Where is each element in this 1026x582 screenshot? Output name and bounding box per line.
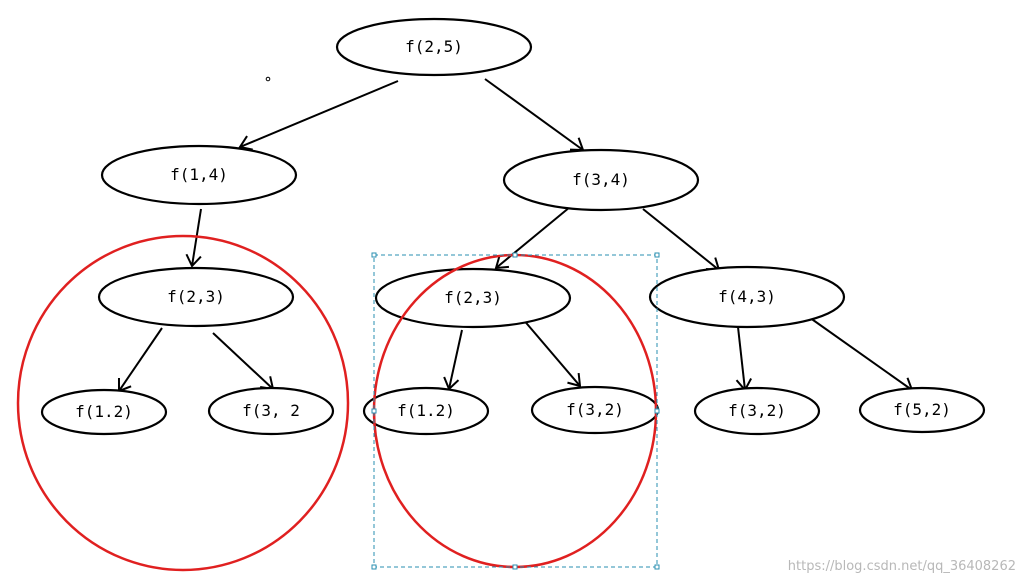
- selection-handle[interactable]: [371, 408, 377, 414]
- edge-line: [212, 332, 274, 390]
- edge-n34-n23b: [494, 206, 571, 270]
- node-ellipse: [40, 388, 168, 436]
- selection-handle[interactable]: [654, 408, 660, 414]
- selection-handle[interactable]: [512, 564, 518, 570]
- node-label: f(1.2): [397, 401, 455, 420]
- node-label: f(5,2): [893, 400, 951, 419]
- edge-line: [239, 80, 399, 148]
- node-n32b: f(3,2): [530, 385, 660, 435]
- selection-handle[interactable]: [371, 564, 377, 570]
- node-n34: f(3,4): [502, 148, 700, 212]
- node-ellipse: [858, 386, 986, 434]
- edge-n25-n14: [238, 80, 399, 151]
- node-label: f(1,4): [170, 165, 228, 184]
- watermark-text: https://blog.csdn.net/qq_36408262: [787, 559, 1016, 574]
- edge-line: [737, 326, 746, 391]
- edge-line: [642, 208, 720, 271]
- edge-n43-n52: [805, 314, 914, 392]
- node-ellipse: [502, 148, 700, 212]
- edge-n23b-n32b: [521, 317, 582, 388]
- node-label: f(3,2): [728, 401, 786, 420]
- selection-handle[interactable]: [371, 252, 377, 258]
- node-label: f(3,2): [566, 400, 624, 419]
- node-ellipse: [693, 386, 821, 436]
- node-n23b: f(2,3): [374, 267, 572, 329]
- arrowhead: [185, 253, 202, 268]
- edge-line: [118, 327, 163, 392]
- node-ellipse: [100, 144, 298, 206]
- node-n43: f(4,3): [648, 265, 846, 329]
- edge-n23a-n32a: [212, 332, 275, 391]
- arrowhead: [238, 135, 253, 151]
- arrowhead: [567, 372, 582, 388]
- node-n14: f(1,4): [100, 144, 298, 206]
- node-ellipse: [648, 265, 846, 329]
- selection-box[interactable]: [371, 252, 660, 570]
- node-ellipse: [374, 267, 572, 329]
- node-label: f(1.2): [75, 402, 133, 421]
- node-label: f(2,5): [405, 37, 463, 56]
- stray-dot: [265, 76, 271, 82]
- node-n25: f(2,5): [335, 17, 533, 77]
- arrowhead: [494, 255, 510, 270]
- node-ellipse: [97, 266, 295, 328]
- highlight-circle-left: [16, 234, 350, 572]
- edge-line: [805, 314, 913, 391]
- node-label: f(3, 2: [242, 401, 300, 420]
- node-ellipse: [362, 386, 490, 436]
- edge-n23a-n12a: [117, 327, 163, 393]
- node-label: f(2,3): [444, 288, 502, 307]
- edge-n23b-n12b: [443, 329, 463, 391]
- selection-handle[interactable]: [654, 564, 660, 570]
- node-label: f(3,4): [572, 170, 630, 189]
- edge-n25-n34: [484, 78, 585, 152]
- node-ellipse: [207, 386, 335, 436]
- node-n12a: f(1.2): [40, 388, 168, 436]
- edge-line: [495, 206, 571, 269]
- node-n23a: f(2,3): [97, 266, 295, 328]
- node-n32a: f(3, 2: [207, 386, 335, 436]
- edge-line: [448, 329, 463, 390]
- edge-line: [484, 78, 584, 151]
- node-n52: f(5,2): [858, 386, 986, 434]
- node-label: f(2,3): [167, 287, 225, 306]
- node-n32c: f(3,2): [693, 386, 821, 436]
- edges-layer: [117, 78, 914, 393]
- selection-handle[interactable]: [654, 252, 660, 258]
- selection-handle[interactable]: [512, 252, 518, 258]
- edge-n34-n43: [642, 208, 721, 272]
- edge-line: [521, 317, 581, 387]
- nodes-layer: f(2,5) f(1,4) f(3,4) f(2,3) f(2,3) f(4,3) f(1.…: [40, 17, 986, 436]
- node-label: f(4,3): [718, 287, 776, 306]
- node-n12b: f(1.2): [362, 386, 490, 436]
- edge-n43-n32c: [735, 326, 752, 392]
- node-ellipse: [335, 17, 533, 77]
